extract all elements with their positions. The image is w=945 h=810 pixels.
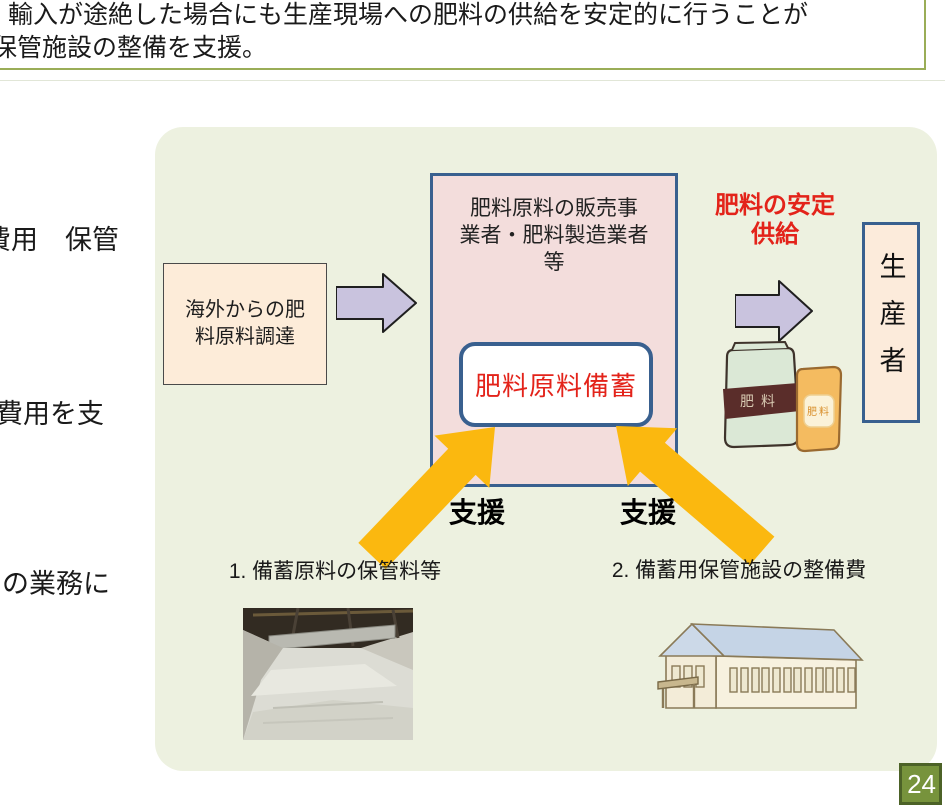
page-number-badge: 24 xyxy=(899,763,942,805)
stable-supply-label: 肥料の安定 供給 xyxy=(695,191,855,249)
heading-line-1: 輸入が途絶した場合にも生産現場への肥料の供給を安定的に行うことが xyxy=(8,1,809,29)
raw-material-stockpile-box: 肥料原料備蓄 xyxy=(459,342,653,427)
stockpile-label: 肥料原料備蓄 xyxy=(474,371,637,401)
producer-box: 生産者 xyxy=(862,222,920,423)
diagram-panel: 海外からの肥 料原料調達 肥料原料の販売事 業者・肥料製造業者 等 肥料原料備蓄… xyxy=(155,127,937,771)
dealer-box-line-3: 等 xyxy=(543,251,565,274)
item2-label: 2. 備蓄用保管施設の整備費 xyxy=(611,559,867,582)
bag2-label: 肥料 xyxy=(807,405,831,418)
warehouse-photo xyxy=(243,608,413,740)
support-label-right: 支援 xyxy=(619,497,676,528)
dealer-box-line-1: 肥料原料の販売事 xyxy=(470,197,638,220)
dealer-box-line-2: 業者・肥料製造業者 xyxy=(459,224,649,247)
heading-line-2: 保管施設の整備を支援。 xyxy=(0,34,268,62)
overseas-procurement-line-2: 料原料調達 xyxy=(195,326,295,348)
supply-flow-arrow-icon xyxy=(735,280,813,342)
stable-supply-line-1: 肥料の安定 xyxy=(715,192,835,219)
left-text-fragment-1: 費用 保管 xyxy=(0,225,119,255)
page-number: 24 xyxy=(907,768,936,799)
section-divider xyxy=(0,80,945,81)
storage-building-illustration xyxy=(657,622,864,709)
overseas-procurement-line-1: 海外からの肥 xyxy=(185,299,305,321)
left-text-fragment-2: 費用を支 xyxy=(0,399,104,429)
dealer-manufacturer-box: 肥料原料の販売事 業者・肥料製造業者 等 xyxy=(430,173,678,487)
overseas-procurement-box: 海外からの肥 料原料調達 xyxy=(163,263,327,385)
producer-label: 生産者 xyxy=(875,252,906,393)
import-flow-arrow-icon xyxy=(336,273,417,333)
left-text-fragment-3: の業務に xyxy=(2,569,110,599)
heading-box: 輸入が途絶した場合にも生産現場への肥料の供給を安定的に行うことが 保管施設の整備… xyxy=(0,0,926,70)
item1-label: 1. 備蓄原料の保管料等 xyxy=(228,560,442,583)
support-label-left: 支援 xyxy=(448,497,505,528)
fertilizer-bags-illustration: 肥料 肥料 xyxy=(723,341,843,453)
bag1-label: 肥料 xyxy=(740,393,782,409)
stable-supply-line-2: 供給 xyxy=(751,221,799,248)
